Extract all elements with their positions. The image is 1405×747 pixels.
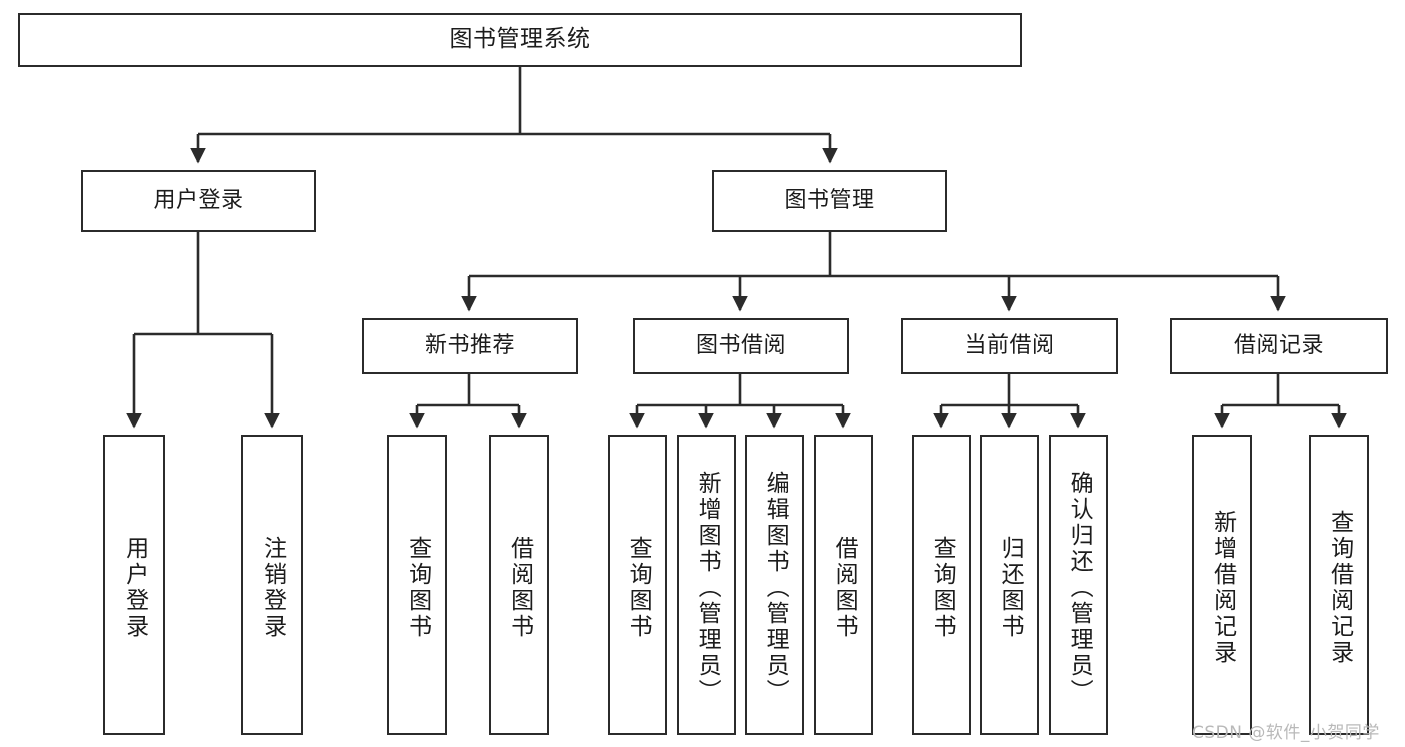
node-label: 借阅图书 xyxy=(506,536,533,640)
node-label: 借阅记录 xyxy=(1233,332,1324,358)
leaf-borrow-add-book[interactable]: 新增图书（管理员） xyxy=(677,435,736,735)
node-root-system[interactable]: 图书管理系统 xyxy=(18,13,1022,67)
node-label: 图书管理系统 xyxy=(449,26,591,53)
node-label: 确认归还（管理员） xyxy=(1066,471,1093,705)
node-label: 编辑图书（管理员） xyxy=(762,471,789,705)
node-label: 图书借阅 xyxy=(695,332,786,358)
node-book-management[interactable]: 图书管理 xyxy=(712,170,947,232)
leaf-recommend-borrow-book[interactable]: 借阅图书 xyxy=(489,435,549,735)
leaf-user-login-login[interactable]: 用户登录 xyxy=(103,435,165,735)
node-label: 借阅图书 xyxy=(831,536,858,640)
node-label: 查询图书 xyxy=(404,536,431,640)
node-book-borrow[interactable]: 图书借阅 xyxy=(633,318,849,374)
node-borrow-record[interactable]: 借阅记录 xyxy=(1170,318,1388,374)
leaf-current-confirm-return[interactable]: 确认归还（管理员） xyxy=(1049,435,1108,735)
leaf-current-return-book[interactable]: 归还图书 xyxy=(980,435,1039,735)
leaf-user-login-logout[interactable]: 注销登录 xyxy=(241,435,303,735)
leaf-borrow-edit-book[interactable]: 编辑图书（管理员） xyxy=(745,435,804,735)
node-label: 归还图书 xyxy=(997,536,1024,640)
node-label: 用户登录 xyxy=(121,536,148,640)
node-label: 查询图书 xyxy=(625,536,652,640)
node-user-login[interactable]: 用户登录 xyxy=(81,170,316,232)
leaf-recommend-query-book[interactable]: 查询图书 xyxy=(387,435,447,735)
node-label: 注销登录 xyxy=(259,536,286,640)
watermark-text: CSDN @软件_小贺同学 xyxy=(1192,723,1380,743)
leaf-record-query-record[interactable]: 查询借阅记录 xyxy=(1309,435,1369,735)
node-label: 查询图书 xyxy=(929,536,956,640)
node-current-borrow[interactable]: 当前借阅 xyxy=(901,318,1118,374)
leaf-record-add-record[interactable]: 新增借阅记录 xyxy=(1192,435,1252,735)
node-label: 查询借阅记录 xyxy=(1326,510,1353,666)
leaf-borrow-query-book[interactable]: 查询图书 xyxy=(608,435,667,735)
node-label: 用户登录 xyxy=(153,187,244,213)
node-label: 图书管理 xyxy=(784,187,875,213)
node-label: 当前借阅 xyxy=(964,332,1055,358)
leaf-borrow-borrow-book[interactable]: 借阅图书 xyxy=(814,435,873,735)
node-label: 新增图书（管理员） xyxy=(694,471,721,705)
node-new-book-recommend[interactable]: 新书推荐 xyxy=(362,318,578,374)
leaf-current-query-book[interactable]: 查询图书 xyxy=(912,435,971,735)
node-label: 新书推荐 xyxy=(424,332,515,358)
node-label: 新增借阅记录 xyxy=(1209,510,1236,666)
